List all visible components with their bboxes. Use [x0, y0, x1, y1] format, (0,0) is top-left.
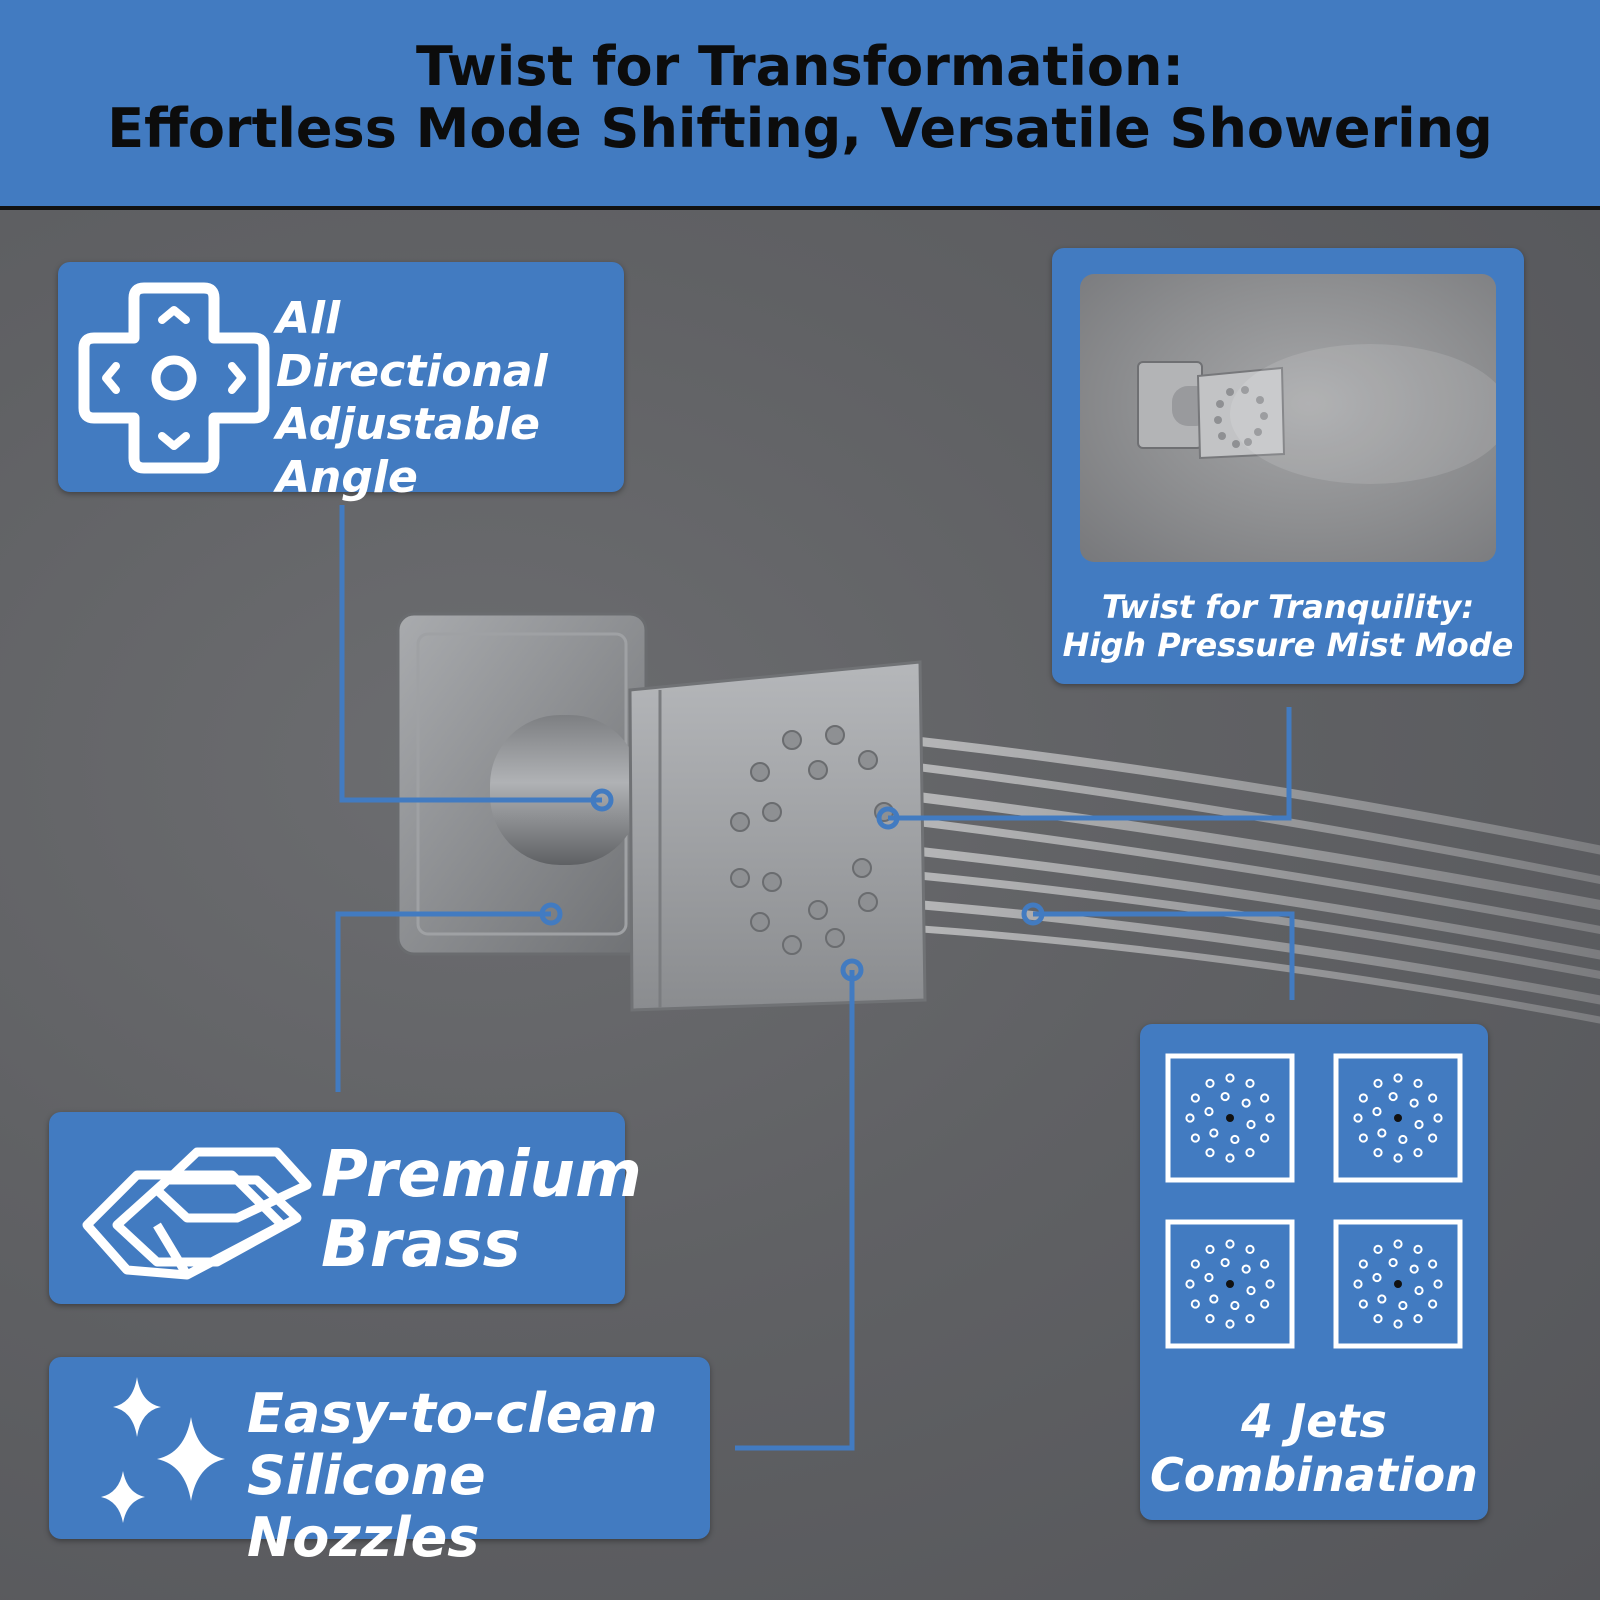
sparkle-icon [101, 1377, 225, 1523]
swivel-stem [490, 715, 640, 865]
jet-pattern-square [1333, 1219, 1463, 1349]
header-banner: Twist for Transformation: Effortless Mod… [0, 0, 1600, 210]
jet-pattern-square [1333, 1053, 1463, 1183]
feature-card-angle: All Directional Adjustable Angle [58, 262, 624, 503]
jet-pattern-square [1165, 1053, 1295, 1183]
page-title-line-2: Effortless Mode Shifting, Versatile Show… [107, 97, 1493, 160]
feature-card-brass: Premium Brass [49, 1112, 642, 1304]
water-spray [855, 730, 1600, 1024]
feature-label-nozzles: Easy-to-clean Silicone Nozzles [247, 1382, 658, 1569]
jet-head [628, 660, 927, 1012]
jet-pattern-icon [1165, 1053, 1463, 1349]
page-title-line-1: Twist for Transformation: [415, 35, 1185, 98]
callout-lines [335, 505, 1295, 1451]
jet-pattern-square [1165, 1219, 1295, 1349]
callout-dots [539, 788, 1045, 982]
brass-bars-icon [82, 1147, 312, 1280]
feature-label-angle: All Directional Adjustable Angle [276, 293, 548, 503]
feature-card-mist: Twist for Tranquility: High Pressure Mis… [1052, 248, 1524, 684]
feature-card-nozzles: Easy-to-clean Silicone Nozzles [49, 1357, 710, 1569]
mist-photo-jet [1137, 344, 1496, 484]
feature-label-mist: Twist for Tranquility: High Pressure Mis… [1062, 588, 1514, 664]
feature-card-jets: 4 Jets Combination [1140, 1024, 1488, 1520]
mist-photo [1080, 274, 1496, 562]
feature-label-jets: 4 Jets Combination [1150, 1394, 1478, 1502]
directional-pad-icon [78, 282, 270, 474]
feature-label-brass: Premium Brass [321, 1138, 642, 1282]
